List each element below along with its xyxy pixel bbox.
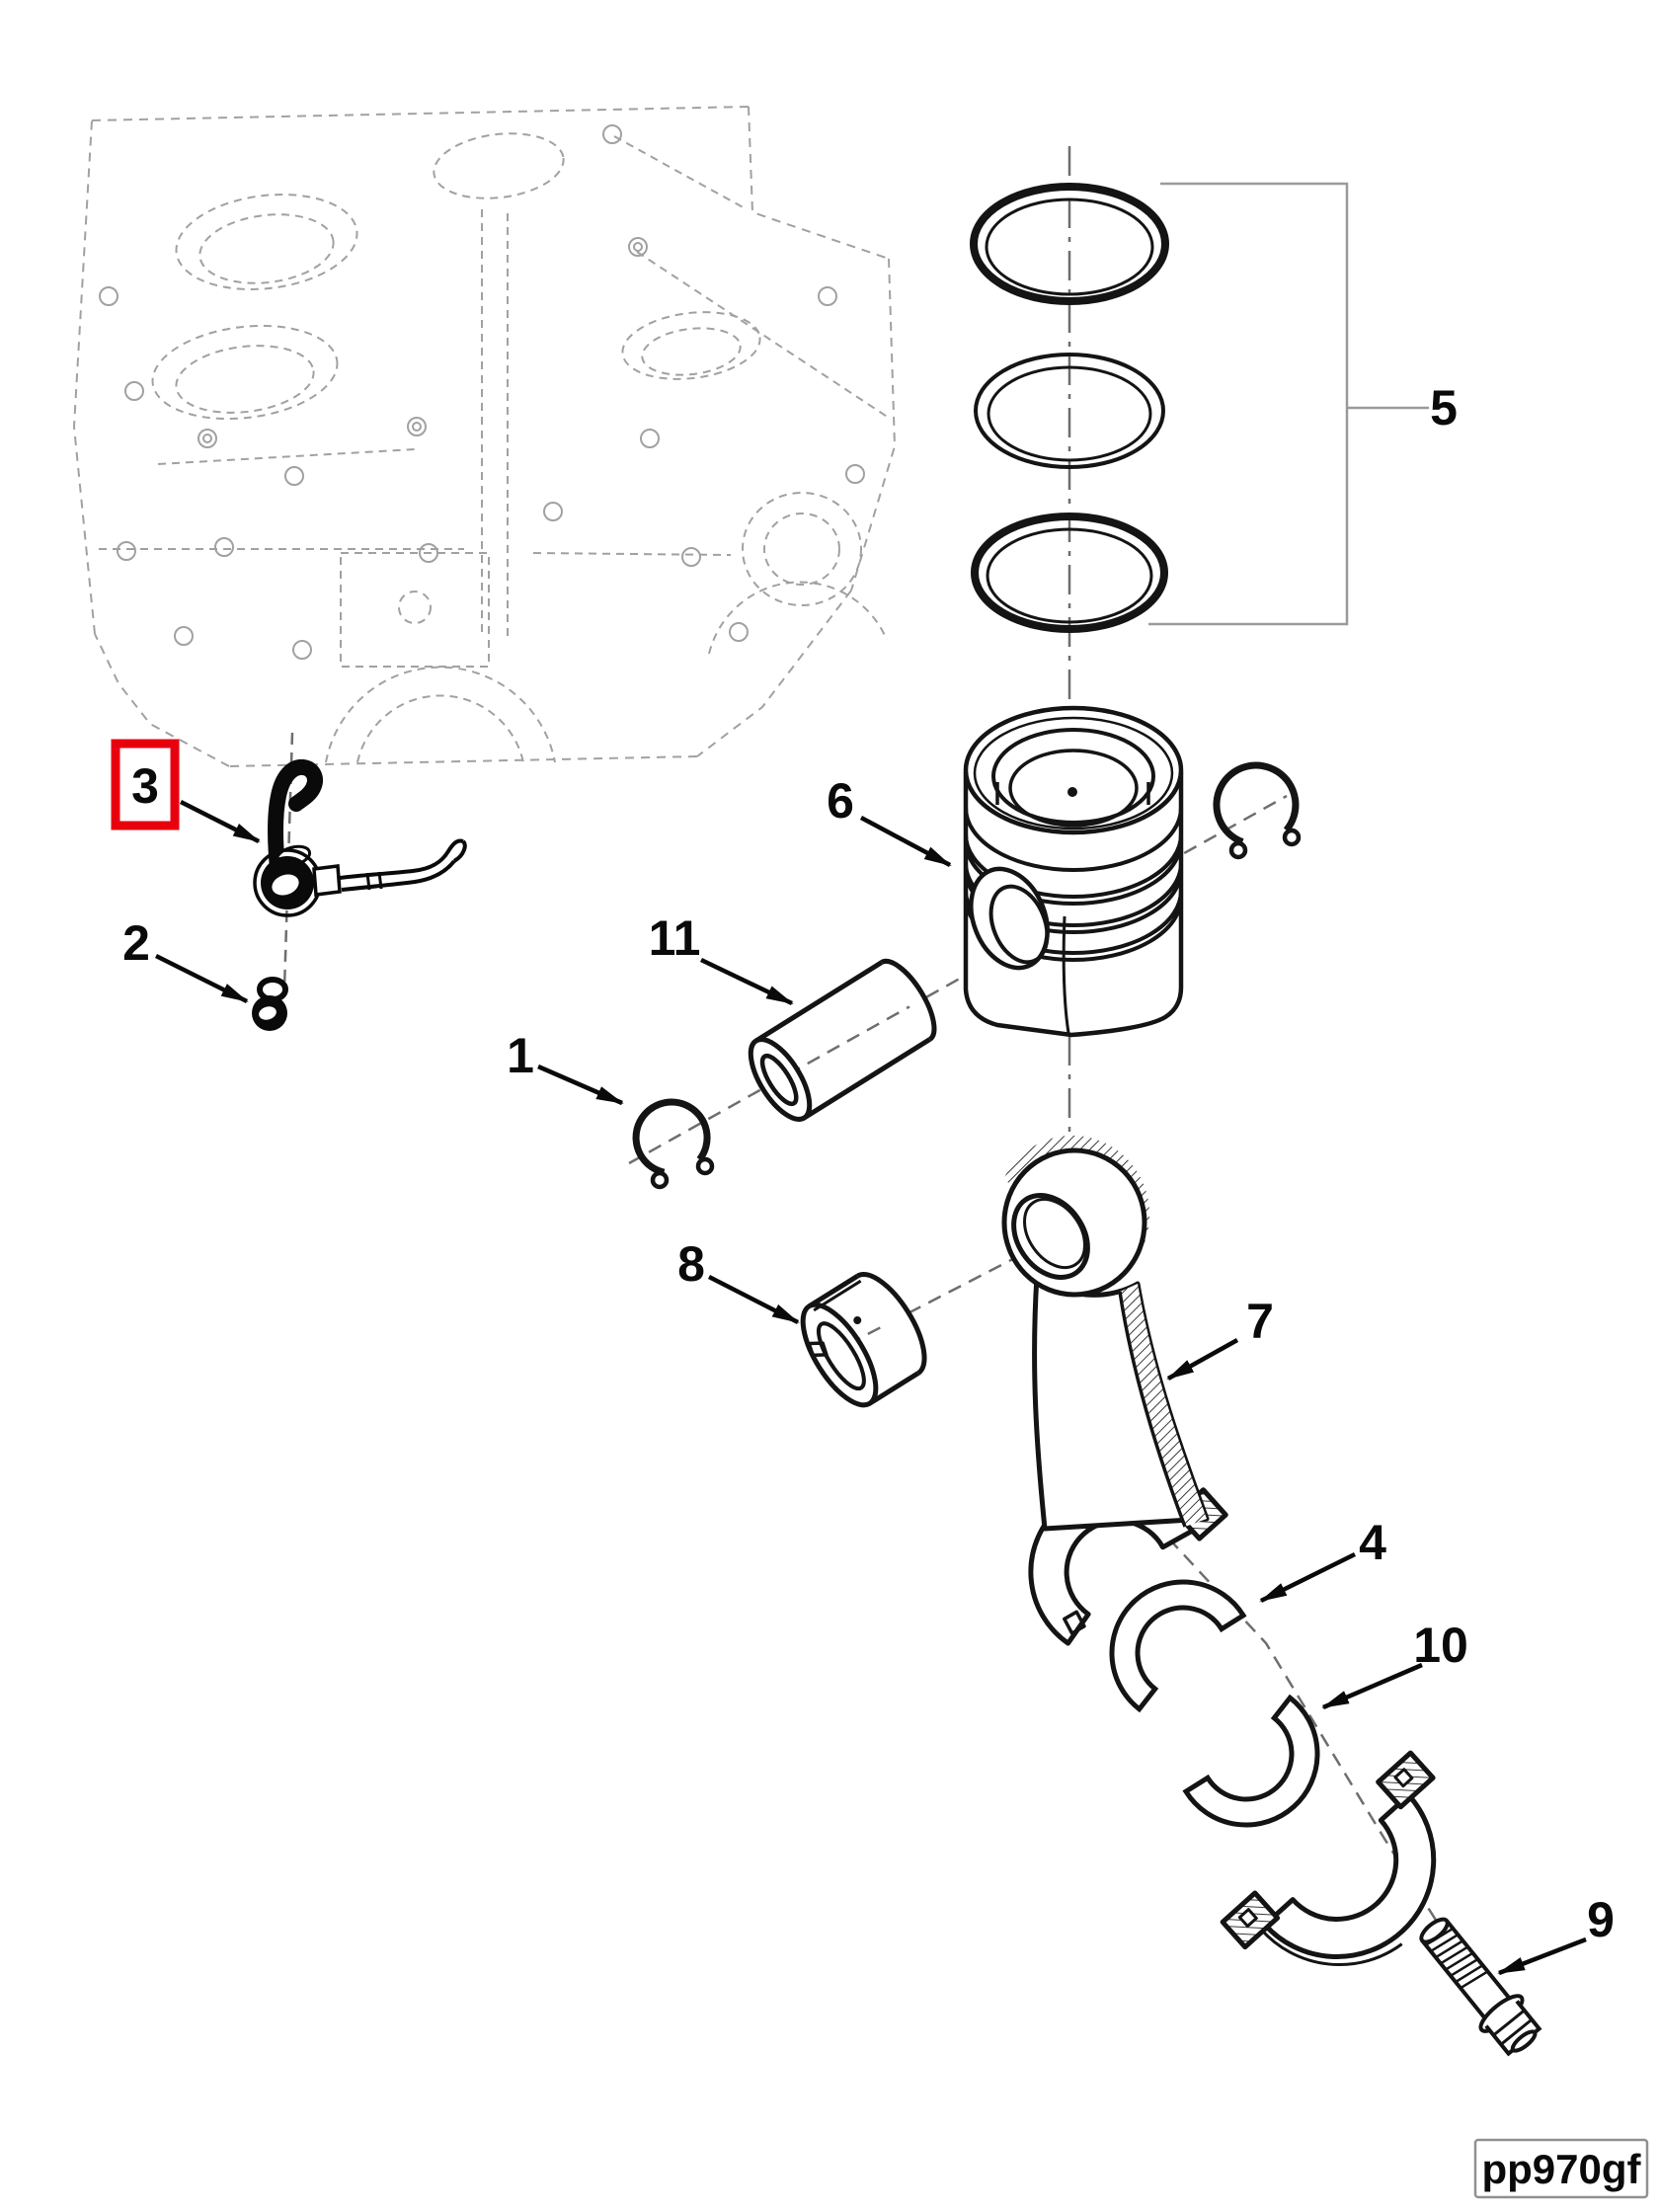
rod-bearing-cap [1220, 1750, 1437, 1967]
rod-cap-axis-centerline [1137, 1504, 1446, 1934]
nozzle-screw [252, 977, 288, 1031]
connecting-rod [1001, 1135, 1228, 1646]
callout-8-label: 8 [677, 1236, 705, 1292]
piston-bowl [991, 728, 1155, 825]
pin-retaining-ring [632, 1098, 715, 1190]
lower-bearing-shell [1185, 1698, 1347, 1855]
arrow-7 [1166, 1338, 1239, 1381]
callout-5-label: 5 [1430, 380, 1458, 435]
arrow-6 [859, 816, 952, 867]
upper-bearing-shell [1082, 1552, 1244, 1709]
arrow-11 [700, 957, 794, 1006]
piston-pin [748, 958, 937, 1122]
arrow-9 [1497, 1936, 1587, 1976]
pin-axis-centerline [628, 794, 1288, 1165]
callout-arrows [154, 799, 1587, 1976]
arrow-10 [1321, 1662, 1423, 1710]
piston-snap-ring [1213, 761, 1302, 860]
callout-labels: 1 2 3 4 5 6 7 8 9 10 11 [122, 380, 1615, 1947]
figure-code-label: pp970gf [1481, 2146, 1641, 2192]
compression-ring-middle [974, 353, 1165, 469]
ring-set-bracket [1148, 182, 1429, 626]
piston [963, 705, 1184, 1038]
assembly-centerlines [282, 146, 1446, 1934]
arrow-8 [707, 1274, 800, 1325]
piston-cooling-nozzle [253, 759, 467, 917]
piston-ring-set [970, 183, 1169, 633]
callout-10-label: 10 [1413, 1618, 1468, 1673]
callout-2-label: 2 [122, 915, 150, 971]
callout-4-label: 4 [1359, 1515, 1386, 1570]
callout-3-label: 3 [131, 758, 159, 814]
rod-cap-bolt [1419, 1917, 1542, 2057]
compression-ring-top [970, 183, 1169, 305]
oil-ring [971, 513, 1168, 633]
nozzle-tube [339, 838, 467, 892]
callout-7-label: 7 [1246, 1294, 1274, 1349]
highlight-box-callout-3 [111, 739, 180, 830]
callout-1-label: 1 [507, 1028, 534, 1083]
arrow-3 [179, 799, 261, 844]
rod-bushing [800, 1271, 927, 1408]
arrow-1 [537, 1064, 624, 1106]
callout-9-label: 9 [1587, 1892, 1615, 1947]
arrow-4 [1259, 1551, 1356, 1604]
engine-block [72, 106, 897, 767]
rod-small-end-bore [1011, 1193, 1090, 1280]
callout-11-label: 11 [649, 910, 701, 966]
arrow-2 [154, 953, 249, 1004]
figure-code-box: pp970gf [1473, 2138, 1649, 2199]
callout-6-label: 6 [827, 773, 854, 829]
